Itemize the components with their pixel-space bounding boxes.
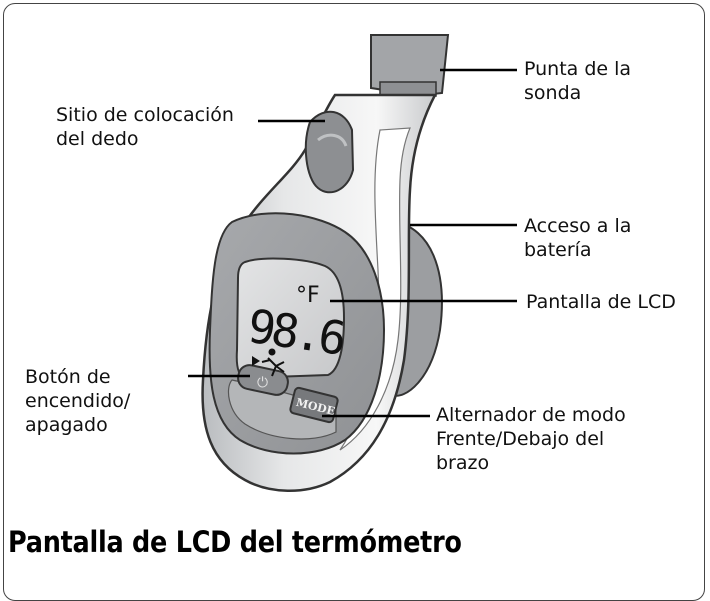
label-probe-tip: Punta de la sonda <box>524 58 632 104</box>
label-mode-switch: Alternador de modo Frente/Debajo del bra… <box>436 404 626 474</box>
label-battery-access: Acceso a la batería <box>524 215 632 261</box>
lcd-unit: °F <box>296 283 320 308</box>
label-lcd-screen: Pantalla de LCD <box>526 291 676 313</box>
figure-title: Pantalla de LCD del termómetro <box>8 525 462 559</box>
person-icon <box>261 348 285 377</box>
lcd-screen <box>235 257 346 380</box>
lcd-reading: 98.6 <box>245 299 348 366</box>
finger-site <box>304 110 355 194</box>
label-finger-site: Sitio de colocación del dedo <box>56 104 234 150</box>
arrow-indicator-icon <box>252 356 260 366</box>
label-power-button: Botón de encendido/ apagado <box>25 366 131 436</box>
power-icon: ⏻ <box>257 375 268 391</box>
mode-button[interactable] <box>289 386 339 424</box>
